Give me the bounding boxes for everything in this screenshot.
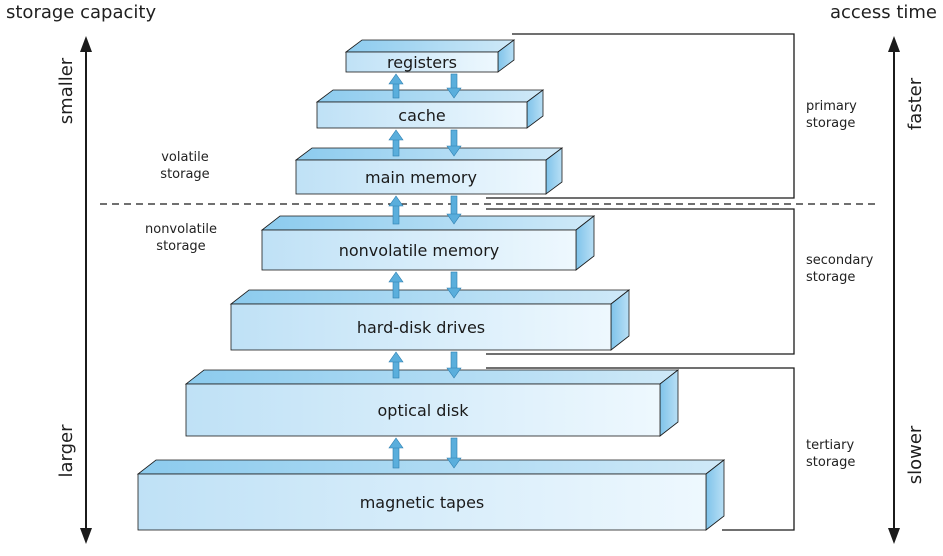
level-box-label: hard-disk drives [357, 318, 485, 337]
level-box-4: hard-disk drives [229, 289, 631, 351]
up-arrow [388, 195, 404, 225]
level-box-top [184, 369, 680, 385]
level-box-label: registers [387, 53, 457, 72]
level-box-front [316, 101, 528, 129]
up-arrow [388, 129, 404, 157]
slower-label: slower [905, 425, 926, 485]
level-box-front [345, 51, 499, 73]
level-box-top [294, 147, 564, 161]
level-box-front [261, 229, 577, 271]
level-box-2: main memory [294, 147, 564, 195]
down-arrow [446, 351, 462, 379]
level-box-label: cache [398, 106, 445, 125]
right-axis-arrow-head-top [888, 36, 900, 52]
up-arrow [388, 437, 404, 469]
faster-label: faster [905, 77, 926, 131]
level-box-3: nonvolatile memory [260, 215, 596, 271]
level-box-label: nonvolatile memory [339, 241, 500, 260]
smaller-label: smaller [56, 57, 77, 125]
level-box-0: registers [344, 39, 516, 73]
volatile-storage-label: volatile storage [160, 150, 210, 182]
level-box-top [260, 215, 596, 231]
level-box-top [315, 89, 545, 103]
down-arrow [446, 437, 462, 469]
tertiary-storage-bracket [486, 367, 795, 531]
left-axis-arrow-head-bottom [80, 528, 92, 544]
level-box-front [137, 473, 707, 531]
level-box-front [185, 383, 661, 437]
left-axis-arrow-head-top [80, 36, 92, 52]
down-arrow [446, 195, 462, 225]
up-arrow [388, 73, 404, 99]
down-arrow [446, 73, 462, 99]
level-box-top [229, 289, 631, 305]
level-box-label: optical disk [378, 401, 470, 420]
level-box-top [136, 459, 726, 475]
larger-label: larger [56, 424, 77, 478]
level-box-label: magnetic tapes [360, 493, 485, 512]
tertiary-storage-label: tertiary storage [806, 438, 856, 470]
down-arrow [446, 129, 462, 157]
down-arrow [446, 271, 462, 299]
level-box-5: optical disk [184, 369, 680, 437]
access-time-title: access time [829, 2, 937, 23]
storage-capacity-title: storage capacity [6, 2, 157, 23]
right-axis-arrow-head-bottom [888, 528, 900, 544]
primary-storage-label: primary storage [806, 99, 857, 131]
primary-storage-bracket [486, 33, 795, 199]
level-box-front [295, 159, 547, 195]
up-arrow [388, 271, 404, 299]
level-box-6: magnetic tapes [136, 459, 726, 531]
up-arrow [388, 351, 404, 379]
level-box-top [344, 39, 516, 53]
level-box-front [230, 303, 612, 351]
level-box-label: main memory [365, 168, 477, 187]
nonvolatile-storage-label: nonvolatile storage [145, 222, 217, 254]
level-box-1: cache [315, 89, 545, 129]
secondary-storage-bracket [486, 208, 795, 355]
secondary-storage-label: secondary storage [806, 253, 874, 285]
